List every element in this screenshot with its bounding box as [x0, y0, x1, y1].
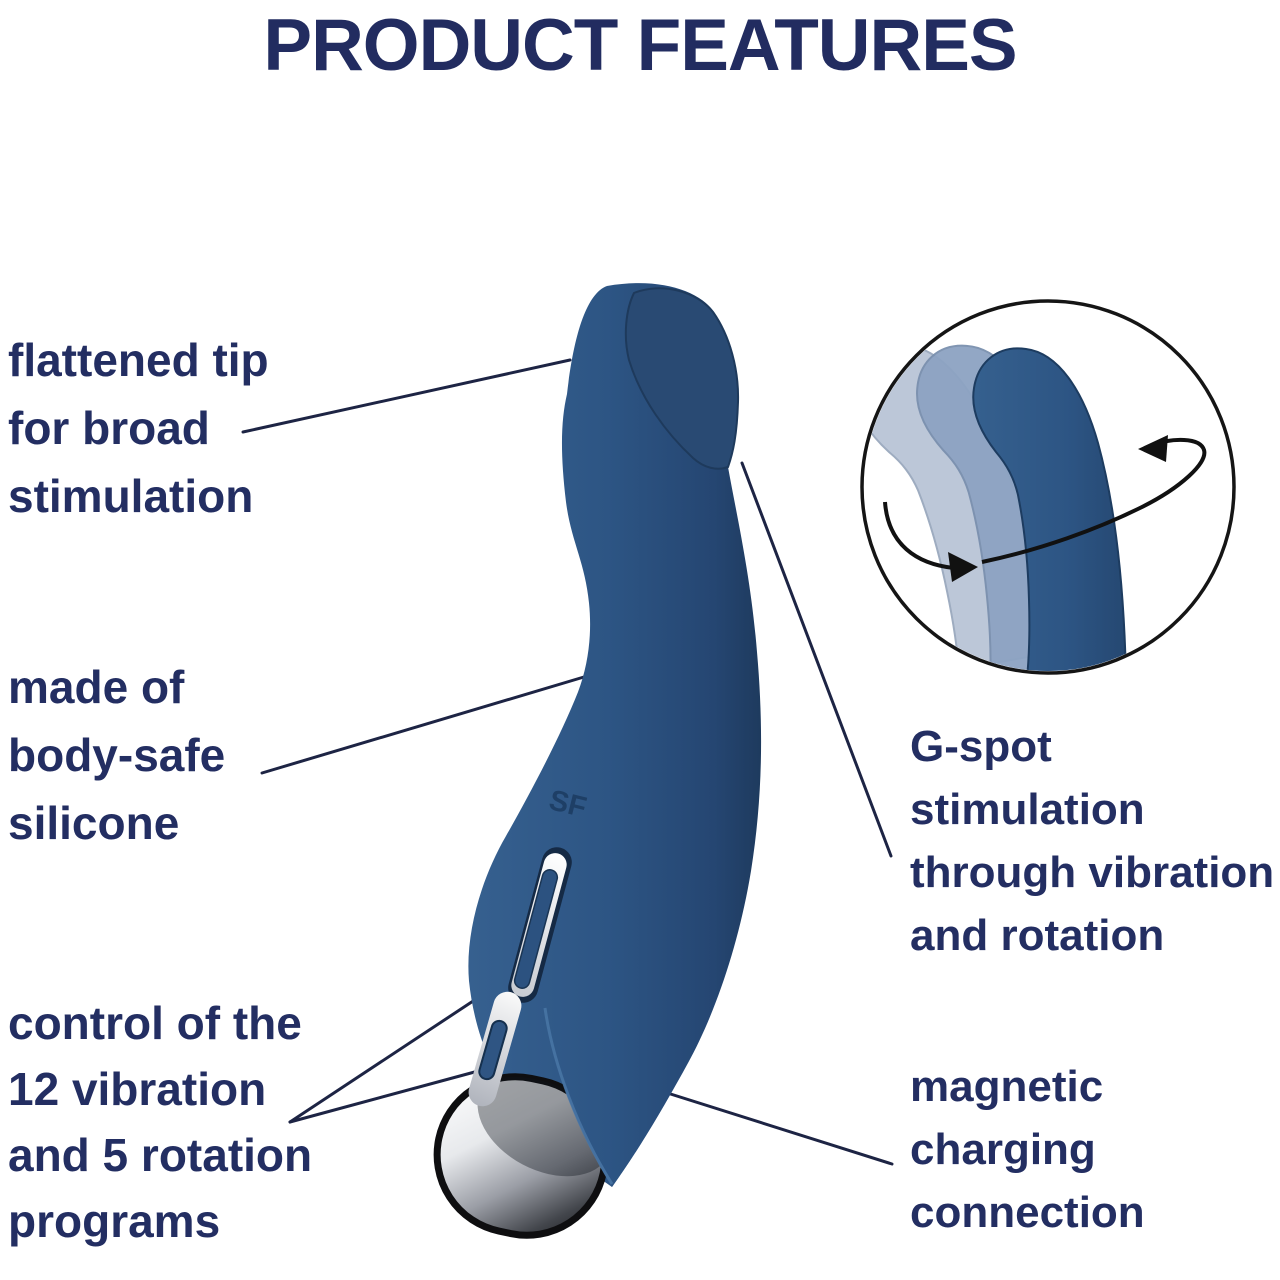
leader-line-g-spot [740, 461, 893, 858]
label-line: flattened tip [8, 334, 269, 386]
silicone-flap [543, 1003, 687, 1187]
flap-edge-highlight [543, 1007, 614, 1185]
page-title: PRODUCT FEATURES [263, 5, 1017, 86]
rotation-arc [883, 438, 1207, 570]
label-line: connection [910, 1188, 1145, 1237]
label-line: body-safe [8, 729, 226, 781]
label-line: magnetic [910, 1062, 1104, 1111]
leader-line-controls-lower [288, 1068, 484, 1124]
label-controls: control of the 12 vibration and 5 rotati… [8, 990, 312, 1254]
small-button [478, 1019, 508, 1081]
rotation-arrow-icon [948, 552, 978, 582]
label-magnetic-charging: magnetic charging connection [910, 1055, 1145, 1244]
control-buttons [468, 847, 572, 1107]
leader-lines [241, 358, 894, 1166]
label-line: G-spot [910, 722, 1052, 771]
label-line: charging [910, 1125, 1096, 1174]
label-line: programs [8, 1195, 221, 1247]
label-line: stimulation [8, 470, 254, 522]
label-line: stimulation [910, 785, 1145, 834]
label-body-safe-silicone: made of body-safe silicone [8, 653, 225, 857]
leader-line-magnetic [640, 1083, 894, 1166]
leader-line-body-safe [260, 669, 606, 775]
rotation-arrow-icon [1138, 435, 1168, 462]
leader-line-flattened-tip [241, 358, 572, 434]
label-line: and 5 rotation [8, 1129, 313, 1181]
long-button [513, 869, 559, 989]
label-line: control of the [8, 997, 302, 1049]
device: SF [433, 283, 762, 1239]
label-line: and rotation [910, 911, 1165, 960]
label-line: made of [8, 661, 185, 713]
flattened-tip-face [624, 287, 740, 470]
label-line: 12 vibration [8, 1063, 267, 1115]
label-line: for broad [8, 402, 210, 454]
label-flattened-tip: flattened tip for broad stimulation [8, 326, 269, 530]
label-g-spot: G-spot stimulation through vibration and… [910, 715, 1274, 967]
label-line: silicone [8, 797, 180, 849]
inset-tip [972, 347, 1128, 671]
rotation-inset [860, 299, 1236, 675]
label-line: through vibration [910, 848, 1275, 897]
